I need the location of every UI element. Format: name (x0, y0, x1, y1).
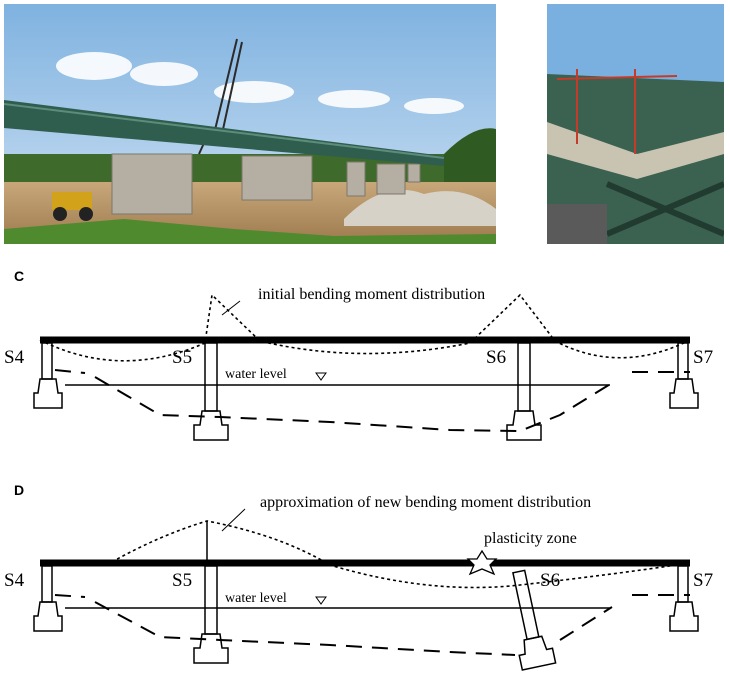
annotation-leader (221, 508, 246, 532)
pier-label-s7: S7 (693, 570, 713, 591)
riverbed-profile (54, 594, 690, 656)
riverbed-profile (54, 369, 690, 433)
pier-s6-tilted (512, 569, 557, 671)
annotation-label: approximation of new bending moment dist… (260, 494, 591, 511)
pier-label-s5: S5 (172, 347, 192, 368)
bridge-photo (4, 4, 496, 244)
water-level-triangle-icon (315, 372, 327, 381)
clouds (56, 52, 464, 114)
girder-highlight (4, 103, 445, 159)
panel-label-c: C (14, 268, 25, 284)
pier-label-s6: S6 (540, 570, 560, 591)
pier-label-s6: S6 (486, 347, 506, 368)
annotation-label: initial bending moment distribution (258, 286, 485, 303)
pier-label-s4: S4 (4, 347, 25, 368)
bending-moment-curve (39, 293, 691, 362)
water-level-label: water level (225, 591, 287, 606)
pier-s5 (193, 342, 229, 441)
loader-vehicle (52, 192, 93, 221)
pipes (547, 204, 607, 244)
diagram-initial: initial bending moment distribution S4 S… (4, 286, 713, 441)
pier-s6 (506, 342, 542, 441)
panel-label-d: D (14, 482, 25, 498)
cross-bracing (605, 181, 724, 237)
pier-s7 (669, 565, 699, 632)
plasticity-label: plasticity zone (484, 530, 577, 547)
diagram-new: approximation of new bending moment dist… (4, 494, 713, 671)
bending-moment-curve (40, 520, 691, 589)
plasticity-star-icon (466, 549, 498, 576)
rubble-pile (344, 189, 496, 226)
annotation-leader (221, 300, 241, 316)
timber-platform (547, 122, 724, 179)
pier-label-s5: S5 (172, 570, 192, 591)
water-level-triangle-icon (315, 596, 327, 605)
pier-s7 (669, 342, 699, 409)
pier-s5 (193, 565, 229, 664)
scaffolding (556, 69, 678, 154)
water-level-label: water level (225, 367, 287, 382)
pier-s4 (33, 342, 63, 409)
girder-closeup-photo (547, 4, 724, 244)
pier-s4 (33, 565, 63, 632)
pier-label-s4: S4 (4, 570, 25, 591)
pier-label-s7: S7 (693, 347, 713, 368)
piers (111, 153, 421, 215)
grass (4, 219, 496, 244)
